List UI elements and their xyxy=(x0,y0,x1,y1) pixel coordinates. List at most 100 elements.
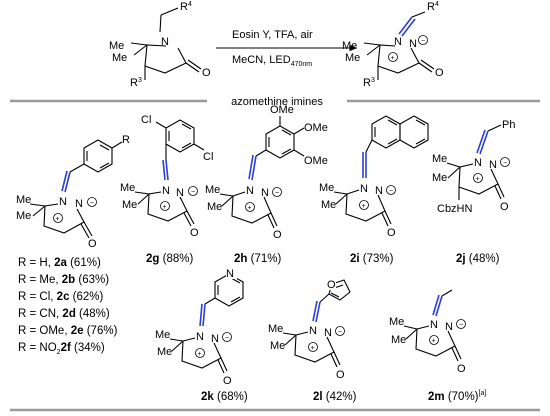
compound-2k-structure: N N N + − O Me Me xyxy=(155,267,244,387)
r3-label: R3 xyxy=(130,77,142,89)
ome-label-a: OMe xyxy=(270,104,294,116)
n-minus-label: N xyxy=(409,38,417,50)
o-label: O xyxy=(190,227,199,239)
n-minus-label: N xyxy=(211,333,219,345)
svg-text:+: + xyxy=(311,345,315,352)
o-label: O xyxy=(273,229,282,241)
svg-text:−: − xyxy=(389,188,393,195)
compound-2h-structure: OMe OMe OMe N N + − O Me Me xyxy=(205,104,328,241)
methyl-label-a: Me xyxy=(342,40,357,52)
compound-2j-structure: Ph N N + − O Me Me CbzHN xyxy=(432,119,515,215)
list-item-2f: R = NO22f (34%) xyxy=(18,342,105,356)
n-minus-label: N xyxy=(176,187,184,199)
n-minus-label: N xyxy=(324,327,332,339)
methyl-label-b: Me xyxy=(391,334,406,346)
r4-label: R4 xyxy=(180,1,192,13)
methyl-label-b: Me xyxy=(122,199,137,211)
methyl-label-b: Me xyxy=(345,52,360,64)
n-minus-label: N xyxy=(375,185,383,197)
methyl-label-b: Me xyxy=(207,201,222,213)
svg-text:+: + xyxy=(362,203,366,210)
svg-text:+: + xyxy=(476,176,480,183)
list-item-2b: R = Me, 2b (63%) xyxy=(18,274,109,286)
cl-label-b: Cl xyxy=(203,151,213,163)
svg-text:−: − xyxy=(275,190,279,197)
compound-2i-structure: N N + − O Me Me xyxy=(319,115,429,239)
methyl-label-b: Me xyxy=(157,346,172,358)
n-minus-label: N xyxy=(261,187,269,199)
methyl-label-a: Me xyxy=(432,153,447,165)
ome-label-c: OMe xyxy=(304,155,328,167)
methyl-label-a: Me xyxy=(109,40,124,52)
methyl-label-a: Me xyxy=(155,329,170,341)
n-plus-label: N xyxy=(309,325,317,337)
n-plus-label: N xyxy=(246,185,254,197)
cbzhn-label: CbzHN xyxy=(437,203,473,215)
compound-2a-2f-structure: R N N + − O Me Me xyxy=(16,134,130,250)
svg-text:−: − xyxy=(338,329,342,336)
r3-label: R3 xyxy=(363,77,375,89)
svg-text:−: − xyxy=(421,38,425,45)
svg-text:+: + xyxy=(163,204,167,211)
n1-label: N xyxy=(161,36,169,48)
n-plus-label: N xyxy=(394,36,402,48)
compound-label-2k: 2k (68%) xyxy=(201,391,248,403)
methyl-label-b: Me xyxy=(321,199,336,211)
list-item-2e: R = OMe, 2e (76%) xyxy=(18,325,118,337)
section-title: azomethine imines xyxy=(231,96,323,108)
reagents-top: Eosin Y, TFA, air xyxy=(232,29,313,41)
ome-label-b: OMe xyxy=(304,122,328,134)
r4-label: R4 xyxy=(427,1,439,13)
n-minus-label: N xyxy=(489,159,497,171)
o-label: O xyxy=(387,227,396,239)
o-label: O xyxy=(500,201,509,213)
n-plus-label: N xyxy=(59,196,67,208)
furan-o-label: O xyxy=(327,279,336,291)
methyl-label-a: Me xyxy=(16,194,31,206)
methyl-label-a: Me xyxy=(268,323,283,335)
n-plus-label: N xyxy=(196,331,204,343)
compound-label-2i: 2i (73%) xyxy=(350,253,394,265)
o-label: O xyxy=(88,238,97,250)
o-label: O xyxy=(336,369,345,381)
svg-text:+: + xyxy=(248,205,252,212)
cl-label-a: Cl xyxy=(141,114,151,126)
svg-text:−: − xyxy=(459,322,463,329)
svg-text:−: − xyxy=(225,335,229,342)
product-2: R4 N N + − Me Me O R3 xyxy=(342,1,444,89)
svg-text:−: − xyxy=(503,160,507,167)
methyl-label-a: Me xyxy=(120,182,135,194)
reagents-bottom: MeCN, LED470nm xyxy=(232,54,312,68)
reaction-arrow: Eosin Y, TFA, air MeCN, LED470nm xyxy=(216,29,357,68)
substituent-list: R = H, 2a (61%) R = Me, 2b (63%) R = Cl,… xyxy=(18,257,118,356)
methyl-label-a: Me xyxy=(319,182,334,194)
methyl-label-a: Me xyxy=(389,316,404,328)
svg-text:−: − xyxy=(191,189,195,196)
n-plus-label: N xyxy=(474,157,482,169)
o-label: O xyxy=(202,67,211,79)
o-label: O xyxy=(223,375,232,387)
compound-label-2j: 2j (48%) xyxy=(456,253,500,265)
n-plus-label: N xyxy=(360,183,368,195)
r-label: R xyxy=(122,134,130,146)
compound-label-2g: 2g (88%) xyxy=(146,253,193,265)
o-label: O xyxy=(457,363,466,375)
compound-2g-structure: Cl Cl N N + − O Me Me xyxy=(120,114,213,239)
svg-text:+: + xyxy=(198,351,202,358)
methyl-label-b: Me xyxy=(112,52,127,64)
svg-text:+: + xyxy=(391,55,395,62)
svg-text:+: + xyxy=(56,216,60,223)
n-plus-label: N xyxy=(162,185,170,197)
compound-label-2h: 2h (71%) xyxy=(234,253,281,265)
svg-text:−: − xyxy=(90,200,94,207)
compound-label-2l: 2l (42%) xyxy=(313,391,357,403)
list-item-2c: R = Cl, 2c (62%) xyxy=(18,291,104,303)
n-minus-label: N xyxy=(445,321,453,333)
o-label: O xyxy=(435,67,444,79)
n-minus-label: N xyxy=(75,198,83,210)
svg-text:+: + xyxy=(432,338,436,345)
starting-material-1: R4 N Me Me O R3 xyxy=(109,1,211,89)
methyl-label-b: Me xyxy=(16,210,31,222)
compound-label-2m: 2m (70%)[a] xyxy=(428,390,486,403)
